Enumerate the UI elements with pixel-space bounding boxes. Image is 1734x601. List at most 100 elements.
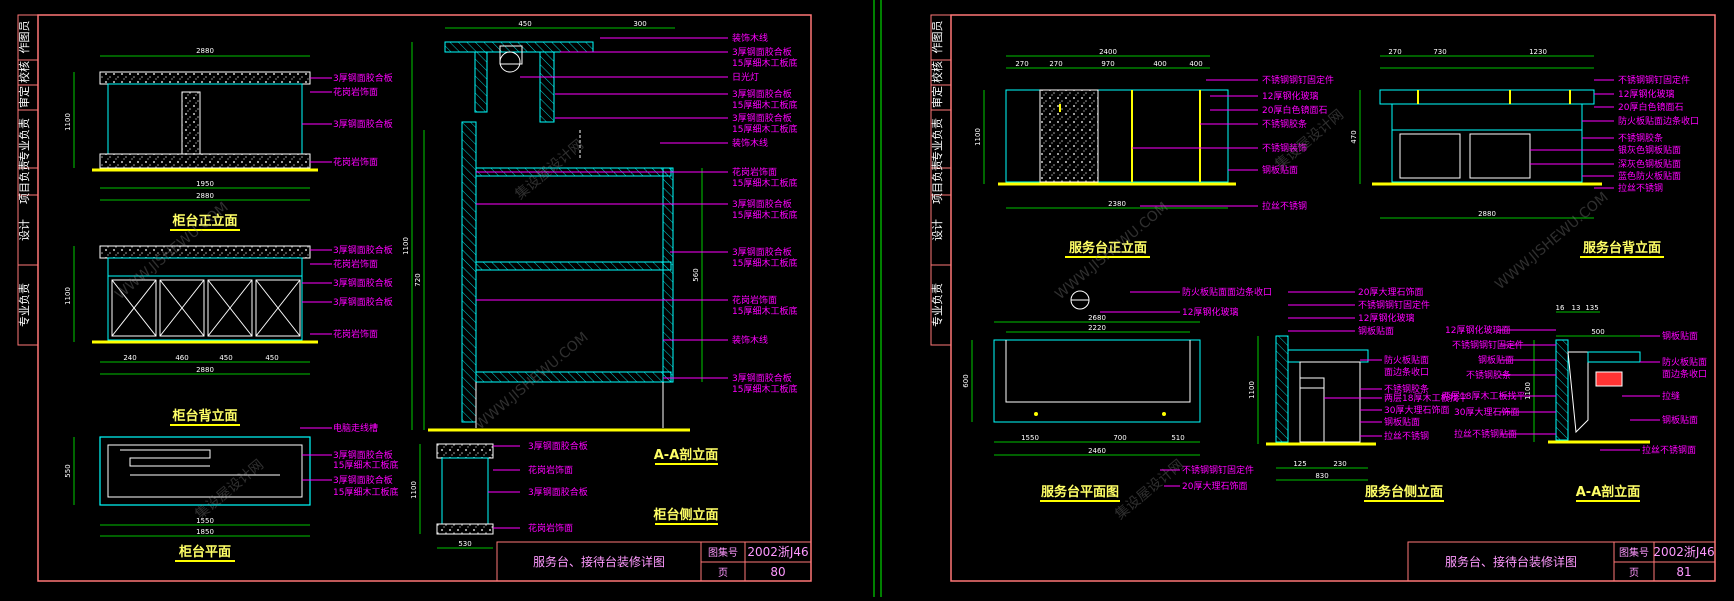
annotation-note: 3厚钢面胶合板 — [732, 372, 792, 384]
page-number: 81 — [1676, 565, 1691, 579]
title-block: 服务台、接待台装修详图 图集号 2002浙J46 页 81 — [1407, 541, 1716, 582]
annotation-note: 日光灯 — [732, 71, 759, 83]
dimension-label: 2220 — [1088, 324, 1106, 332]
dimension-label: 720 — [414, 273, 422, 286]
annotation-note: 15厚细木工板底 — [732, 383, 797, 395]
dimension-label: 1100 — [64, 287, 72, 305]
sheet-81: 作图员 校核 审定 专业负责 项目负责 设计 专业负责 2400 270 270… — [930, 14, 1716, 582]
annotation-note: 拉丝不锈钢 — [1262, 200, 1307, 212]
page-label: 页 — [1629, 567, 1639, 579]
annotation-note: 装饰木线 — [732, 137, 768, 149]
annotation-note: 面边条收口 — [1384, 366, 1429, 378]
page-number: 80 — [770, 565, 785, 579]
annotation-note: 12厚钢化玻璃 — [1358, 312, 1414, 324]
dimension-label: 2880 — [196, 47, 214, 55]
dimension-label: 1850 — [196, 528, 214, 536]
stamp-label: 设计 — [931, 219, 944, 241]
annotation-note: 20厚大理石饰面 — [1182, 480, 1247, 492]
sheet-80: 作图员 校核 审定 专业负责 项目负责 设计 专业负责 2880 1950 28… — [17, 14, 812, 582]
annotation-note: 花岗岩饰面 — [732, 166, 777, 178]
counter-front-elevation: 2880 1950 2880 1100 3厚钢面胶合板 花岗岩饰面 3厚钢面胶合… — [64, 47, 393, 231]
atlas-code-label: 图集号 — [1619, 546, 1649, 559]
view-title: A-A剖立面 — [654, 447, 719, 463]
dimension-label: 1550 — [1021, 434, 1039, 442]
annotation-note: 花岗岩饰面 — [528, 464, 573, 476]
dimension-label: 470 — [1350, 130, 1358, 143]
dimension-label: 400 — [1153, 60, 1166, 68]
stamp-label: 项目负责 — [930, 160, 944, 204]
view-title: 柜台正立面 — [171, 213, 237, 229]
annotation-note: 花岗岩饰面 — [528, 522, 573, 534]
annotation-note: 不锈钢胶条 — [1262, 118, 1307, 130]
dimension-label: 730 — [1433, 48, 1446, 56]
annotation-note: 电脑走线槽 — [333, 422, 378, 434]
annotation-note: 钢板贴面 — [1384, 416, 1420, 428]
dimension-label: 560 — [692, 268, 700, 281]
counter-plan: 1550 1850 550 电脑走线槽 3厚钢面胶合板 15厚细木工板底 3厚钢… — [64, 422, 398, 562]
service-counter-side-elevation: 1100 125 230 830 20厚大理石饰面 不锈钢钢钉固定件 12厚钢化… — [1248, 286, 1467, 502]
counter-side-elevation: 1100 530 3厚钢面胶合板 花岗岩饰面 3厚钢面胶合板 花岗岩饰面 柜台侧… — [410, 440, 719, 549]
annotation-note: 不锈钢钢钉固定件 — [1618, 74, 1690, 86]
stamp-label: 专业负责 — [930, 118, 944, 162]
stone-pillar — [181, 91, 201, 155]
view-title: 服务台平面图 — [1041, 484, 1119, 500]
base-stone — [99, 153, 311, 169]
dimension-label: 1100 — [1248, 381, 1256, 399]
annotation-note: 不锈钢钢钉固定件 — [1358, 299, 1430, 311]
dimension-label: 16 — [1556, 304, 1565, 312]
approval-stamp-column: 作图员 校核 审定 专业负责 项目负责 设计 专业负责 — [17, 14, 39, 346]
annotation-note: 3厚钢面胶合板 — [333, 72, 393, 84]
dimension-label: 2880 — [196, 192, 214, 200]
annotation-note: 20厚白色镜面石 — [1618, 101, 1683, 113]
stamp-label: 审定 — [17, 86, 31, 108]
dimension-label: 240 — [123, 354, 136, 362]
annotation-note: 3厚钢面胶合板 — [333, 118, 393, 130]
drawing-name: 服务台、接待台装修详图 — [533, 554, 665, 569]
annotation-note: 装饰木线 — [732, 334, 768, 346]
dimension-label: 2380 — [1108, 200, 1126, 208]
dimension-label: 13 — [1572, 304, 1581, 312]
dimension-label: 1100 — [410, 481, 418, 499]
dimension-label: 1950 — [196, 180, 214, 188]
annotation-note: 拉缝 — [1662, 390, 1680, 402]
view-title: 柜台背立面 — [171, 408, 237, 424]
annotation-note: 3厚钢面胶合板 — [333, 474, 393, 486]
service-counter-front-elevation: 2400 270 270 970 400 400 2380 1100 不锈钢钢钉… — [974, 48, 1334, 258]
annotation-note: 花岗岩饰面 — [732, 294, 777, 306]
annotation-note: 深灰色钢板贴面 — [1618, 158, 1681, 170]
dimension-label: 270 — [1015, 60, 1028, 68]
annotation-note: 花岗岩饰面 — [333, 328, 378, 340]
dimension-label: 135 — [1585, 304, 1598, 312]
dimension-label: 450 — [518, 20, 531, 28]
dimension-label: 270 — [1388, 48, 1401, 56]
watermark-text: 集设屋设计网 — [1112, 456, 1187, 523]
dimension-label: 2880 — [1478, 210, 1496, 218]
annotation-note: 拉丝不锈钢 — [1618, 182, 1663, 194]
annotation-note: 拉丝不锈钢 — [1384, 430, 1429, 442]
annotation-note: 钢板贴面 — [1358, 325, 1394, 337]
atlas-code: 2002浙J46 — [747, 545, 808, 559]
service-counter-plan: 2680 2220 600 1550 700 510 2460 防火板贴面面边条… — [962, 286, 1272, 502]
annotation-note: 15厚细木工板底 — [333, 459, 398, 471]
annotation-note: 3厚钢面胶合板 — [732, 46, 792, 58]
annotation-note: 不锈钢胶条 — [1466, 369, 1511, 381]
annotation-note: 15厚细木工板底 — [732, 177, 797, 189]
sheet-frame — [37, 14, 812, 582]
annotation-note: 花岗岩饰面 — [333, 258, 378, 270]
annotation-note: 15厚细木工板底 — [732, 123, 797, 135]
annotation-note: 防火板贴面 — [1662, 356, 1707, 368]
page-label: 页 — [718, 567, 728, 579]
stamp-label: 专业负责 — [17, 118, 31, 162]
annotation-note: 拉丝不锈钢面 — [1642, 444, 1696, 456]
annotation-note: 15厚细木工板底 — [732, 57, 797, 69]
dimension-label: 2680 — [1088, 314, 1106, 322]
annotation-note: 3厚钢面胶合板 — [732, 198, 792, 210]
annotation-note: 12厚钢化玻璃 — [1618, 88, 1674, 100]
annotation-note: 12厚钢化玻璃 — [1182, 306, 1238, 318]
annotation-note: 不锈钢钢钉固定件 — [1452, 339, 1524, 351]
view-title: A-A剖立面 — [1576, 484, 1641, 500]
dimension-label: 2880 — [196, 366, 214, 374]
annotation-note: 防火板贴面边条收口 — [1618, 115, 1699, 127]
annotation-note: 装饰木线 — [732, 32, 768, 44]
stamp-label: 项目负责 — [17, 160, 31, 204]
